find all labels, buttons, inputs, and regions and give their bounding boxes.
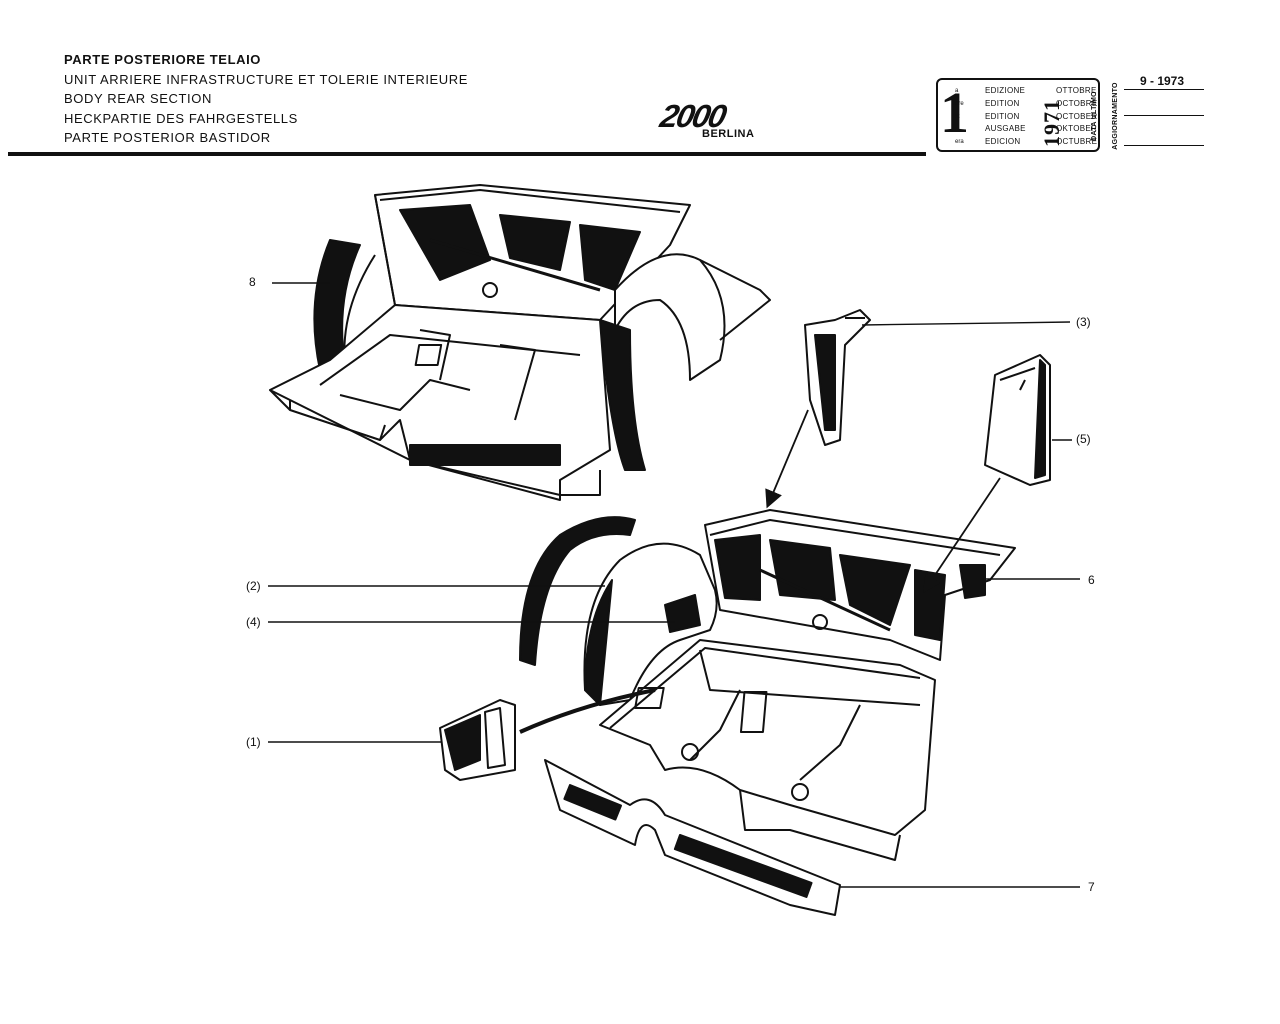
edition-month: OCTOBRE	[1056, 99, 1098, 108]
floor-pan-exploded	[599, 639, 936, 861]
title-it: PARTE POSTERIORE TELAIO	[64, 52, 262, 67]
edition-sup: .	[955, 126, 957, 132]
callout-8: 8	[249, 275, 256, 289]
edition-sup: st	[955, 114, 960, 120]
part-3-bracket	[804, 309, 871, 446]
edition-word: EDITION	[985, 99, 1020, 108]
edition-word: AUSGABE	[985, 124, 1026, 133]
callout-1: (1)	[246, 735, 261, 749]
callout-5: (5)	[1076, 432, 1091, 446]
title-fr: UNIT ARRIERE INFRASTRUCTURE ET TOLERIE I…	[64, 71, 469, 87]
arrow-5-to-6	[922, 477, 1001, 593]
edition-sup: ere	[955, 101, 964, 107]
callout-4: (4)	[246, 615, 261, 629]
title-en: BODY REAR SECTION	[64, 91, 212, 106]
edition-word: EDICION	[985, 137, 1021, 146]
edition-month: OCTOBER	[1056, 112, 1098, 121]
edition-month: OCTUBRE	[1056, 137, 1098, 146]
part-5-panel	[984, 354, 1051, 486]
edition-word: EDITION	[985, 112, 1020, 121]
part-1-box-bracket	[439, 699, 516, 781]
edition-sup: a	[955, 88, 959, 94]
title-es: PARTE POSTERIOR BASTIDOR	[64, 130, 271, 145]
title-de: HECKPARTIE DES FAHRGESTELLS	[64, 110, 298, 126]
part-2-wheel-arch	[519, 516, 636, 666]
arrow-1-to-4	[519, 688, 656, 734]
edition-box	[936, 78, 1100, 152]
update-date: 9 - 1973	[1140, 74, 1185, 88]
update-line	[1124, 89, 1204, 90]
leader-3	[861, 321, 1071, 326]
update-line	[1124, 115, 1204, 116]
callout-2: (2)	[246, 579, 261, 593]
callout-7: 7	[1088, 880, 1095, 894]
edition-sup: era	[955, 139, 964, 145]
header-titles: PARTE POSTERIORE TELAIO UNIT ARRIERE INF…	[64, 50, 468, 148]
edition-month: OKTOBER	[1056, 124, 1098, 133]
callout-6: 6	[1088, 573, 1095, 587]
header-rule	[8, 152, 926, 156]
part-6-bulkhead	[704, 509, 1016, 661]
part-7-valance	[544, 759, 841, 916]
edition-word: EDIZIONE	[985, 86, 1026, 95]
edition-month: OTTOBRE	[1056, 86, 1097, 95]
part-4-inner-arch	[583, 542, 718, 706]
arrow-3-to-6	[765, 409, 809, 509]
assembled-body	[269, 184, 771, 501]
edition-number: 1	[940, 80, 969, 145]
model-name: BERLINA	[702, 128, 755, 140]
update-line	[1124, 145, 1204, 146]
callout-3: (3)	[1076, 315, 1091, 329]
